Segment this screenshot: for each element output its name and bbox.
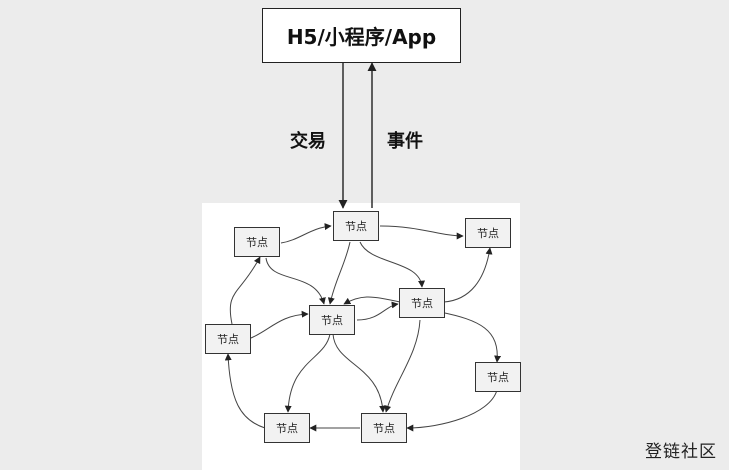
edge	[439, 311, 502, 363]
edge	[332, 333, 387, 413]
network-node: 节点	[361, 413, 407, 443]
watermark: 登链社区	[645, 442, 717, 462]
edge	[265, 257, 326, 305]
network-node: 节点	[205, 324, 251, 354]
edge	[406, 389, 498, 432]
edge	[250, 310, 309, 339]
edge	[359, 241, 426, 288]
edge	[356, 301, 399, 321]
edge	[224, 353, 266, 429]
network-node: 节点	[475, 362, 521, 392]
network-node: 节点	[399, 288, 445, 318]
edge	[384, 319, 421, 413]
edge	[343, 296, 401, 305]
edge	[280, 223, 332, 244]
network-node: 节点	[234, 227, 280, 257]
edge	[379, 225, 464, 240]
network-node: 节点	[309, 305, 355, 335]
network-node: 节点	[264, 413, 310, 443]
transaction-label: 交易	[290, 131, 326, 152]
network-node: 节点	[333, 211, 379, 241]
edge	[229, 256, 261, 325]
client-box: H5/小程序/App	[262, 8, 461, 63]
edge	[443, 247, 493, 303]
edge	[284, 333, 331, 413]
edge	[327, 241, 351, 305]
event-label: 事件	[387, 131, 423, 152]
network-node: 节点	[465, 218, 511, 248]
